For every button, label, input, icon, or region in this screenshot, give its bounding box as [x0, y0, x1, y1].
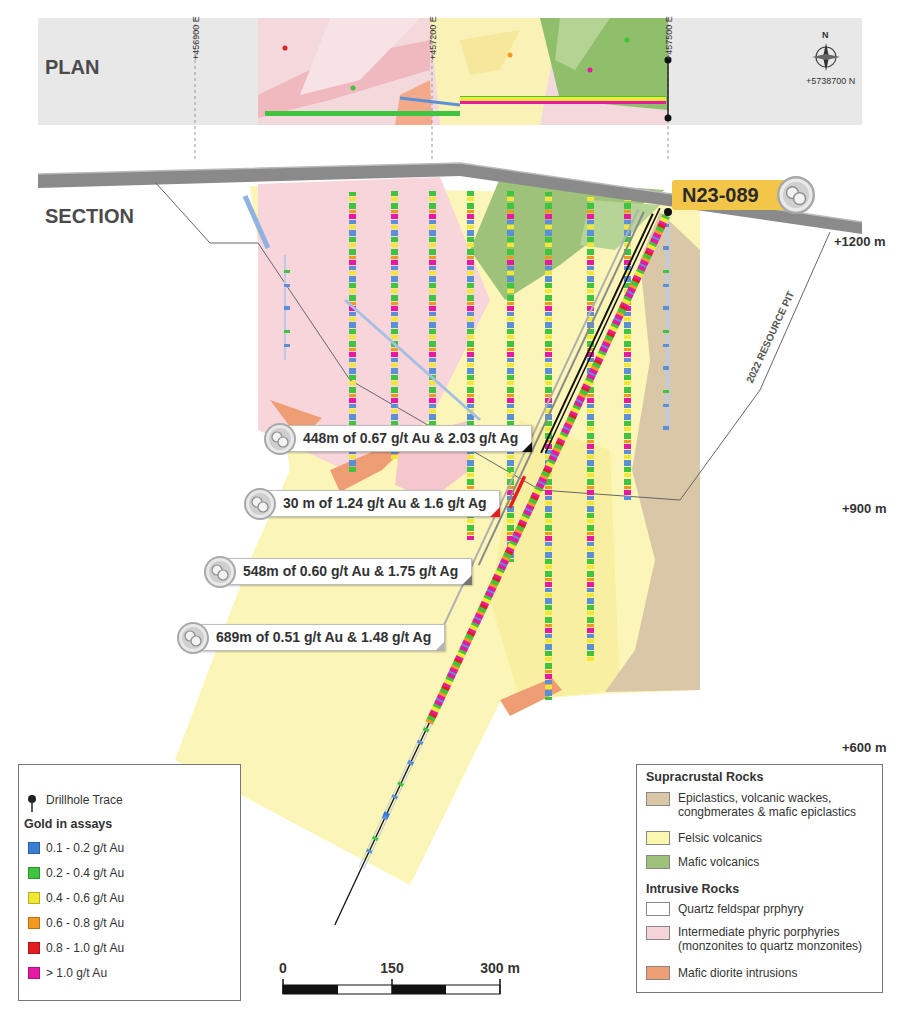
legend-swatch: [28, 892, 40, 904]
legend-swatch: [646, 855, 670, 869]
text-label: +457500 E: [664, 16, 674, 60]
text-label: 150: [380, 960, 403, 976]
legend-swatch: [28, 867, 40, 879]
legend-swatch: [28, 967, 40, 979]
legend-text: 0.1 - 0.2 g/t Au: [46, 841, 216, 855]
text-label: PLAN: [45, 56, 99, 79]
text-label: Supracrustal Rocks: [646, 770, 763, 784]
legend-text: 0.6 - 0.8 g/t Au: [46, 916, 216, 930]
legend-text: > 1.0 g/t Au: [46, 966, 216, 980]
legend-text: Drillhole Trace: [46, 793, 216, 807]
text-label: 2022 RESOURCE PIT: [744, 289, 797, 385]
legend-swatch: [28, 942, 40, 954]
text-label: Intrusive Rocks: [646, 882, 739, 896]
intercept-callout: 548m of 0.60 g/t Au & 1.75 g/t Ag: [220, 558, 472, 585]
coin-icon: [244, 488, 276, 520]
legend-text: 0.8 - 1.0 g/t Au: [46, 941, 216, 955]
coin-icon: [777, 176, 815, 214]
text-label: SECTION: [45, 205, 134, 228]
text-label: N: [822, 30, 829, 40]
text-label: 300 m: [480, 960, 520, 976]
callout-text: 30 m of 1.24 g/t Au & 1.6 g/t Ag: [283, 491, 487, 516]
legend-text: Intermediate phyric porphyries (monzonit…: [678, 925, 874, 953]
text-label: +1200 m: [834, 235, 886, 250]
legend-text: Felsic volcanics: [678, 831, 874, 845]
legend-swatch: [646, 831, 670, 845]
text-label: 0: [279, 960, 287, 976]
legend-text: Quartz feldspar prphyry: [678, 902, 874, 916]
legend-text: 0.2 - 0.4 g/t Au: [46, 866, 216, 880]
drillhole-tag: N23-089: [672, 180, 791, 210]
text-label: Gold in assays: [24, 817, 112, 831]
callout-text: 689m of 0.51 g/t Au & 1.48 g/t Ag: [216, 625, 432, 650]
scale-bar: [283, 979, 500, 994]
legend-text: Mafic diorite intrusions: [678, 966, 874, 980]
callout-text: 448m of 0.67 g/t Au & 2.03 g/t Ag: [303, 426, 519, 451]
text-label: +5738700 N: [806, 76, 855, 86]
text-label: +600 m: [842, 741, 886, 756]
legend-text: Mafic volcanics: [678, 855, 874, 869]
legend-swatch: [28, 917, 40, 929]
text-label: +456900 E: [191, 16, 201, 60]
legend-swatch: [646, 902, 670, 916]
legend-frames: [19, 765, 883, 1001]
plan-view: [38, 18, 862, 160]
intercept-callout: 689m of 0.51 g/t Au & 1.48 g/t Ag: [193, 624, 445, 651]
coin-icon: [204, 556, 236, 588]
callout-text: 548m of 0.60 g/t Au & 1.75 g/t Ag: [243, 559, 459, 584]
legend-text: 0.4 - 0.6 g/t Au: [46, 891, 216, 905]
text-label: +457200 E: [428, 16, 438, 60]
intercept-callout: 448m of 0.67 g/t Au & 2.03 g/t Ag: [280, 425, 532, 452]
coin-icon: [177, 622, 209, 654]
legend-swatch: [646, 792, 670, 806]
legend-swatch: [28, 842, 40, 854]
callout-text: N23-089: [682, 180, 761, 210]
coin-icon: [264, 423, 296, 455]
legend-swatch: [646, 926, 670, 940]
legend-text: Epiclastics, volcanic wackes, congbmerat…: [678, 791, 874, 819]
intercept-callout: 30 m of 1.24 g/t Au & 1.6 g/t Ag: [260, 490, 500, 517]
legend-swatch: [646, 966, 670, 980]
text-label: +900 m: [842, 502, 886, 517]
